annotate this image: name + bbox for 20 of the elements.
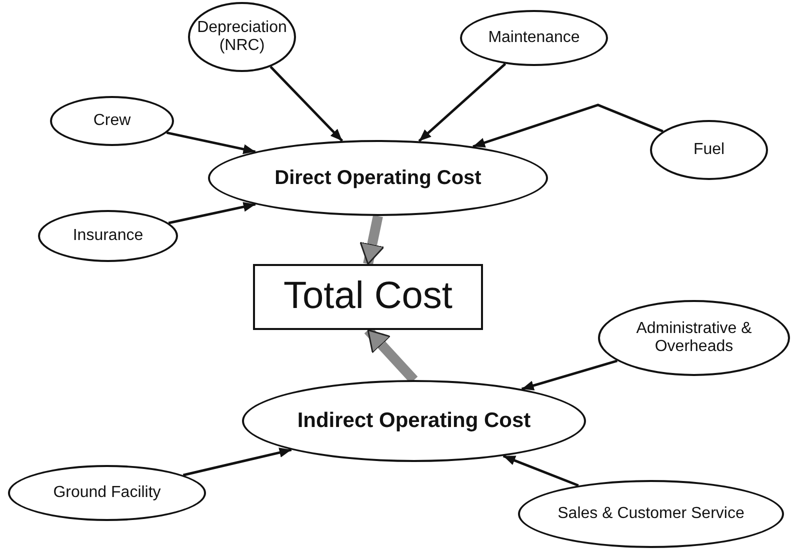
node-label: Crew — [92, 112, 132, 130]
node-label: Sales & Customer Service — [556, 504, 746, 524]
node-label: Administrative & Overheads — [635, 320, 753, 356]
arrow — [472, 104, 664, 148]
node-label: Fuel — [692, 140, 726, 160]
node-label: Depreciation (NRC) — [196, 18, 288, 56]
node-label: Total Cost — [282, 275, 454, 319]
node-label: Ground Facility — [52, 484, 162, 502]
node-label: Maintenance — [487, 28, 581, 48]
arrow — [521, 360, 618, 390]
arrow — [166, 131, 256, 154]
arrow — [168, 202, 256, 224]
arrow — [182, 448, 292, 476]
node-label: Insurance — [72, 226, 144, 246]
arrow — [360, 214, 385, 266]
arrow — [270, 66, 344, 142]
total-box — [253, 264, 483, 330]
arrow — [502, 454, 579, 487]
node-label: Direct Operating Cost — [274, 166, 482, 190]
node-label: Indirect Operating Cost — [296, 408, 532, 434]
